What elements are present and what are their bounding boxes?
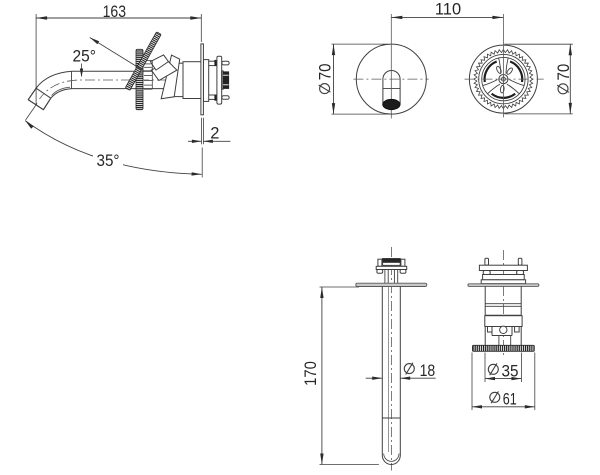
svg-text:61: 61 (503, 390, 517, 408)
svg-text:110: 110 (435, 1, 461, 19)
svg-text:35: 35 (502, 362, 519, 380)
svg-text:70: 70 (555, 64, 573, 81)
svg-text:163: 163 (103, 3, 126, 21)
svg-text:70: 70 (316, 64, 334, 81)
svg-text:35°: 35° (97, 152, 120, 170)
svg-text:2: 2 (210, 125, 219, 143)
svg-text:18: 18 (420, 362, 436, 380)
svg-text:25°: 25° (73, 47, 96, 65)
svg-text:170: 170 (302, 361, 320, 386)
